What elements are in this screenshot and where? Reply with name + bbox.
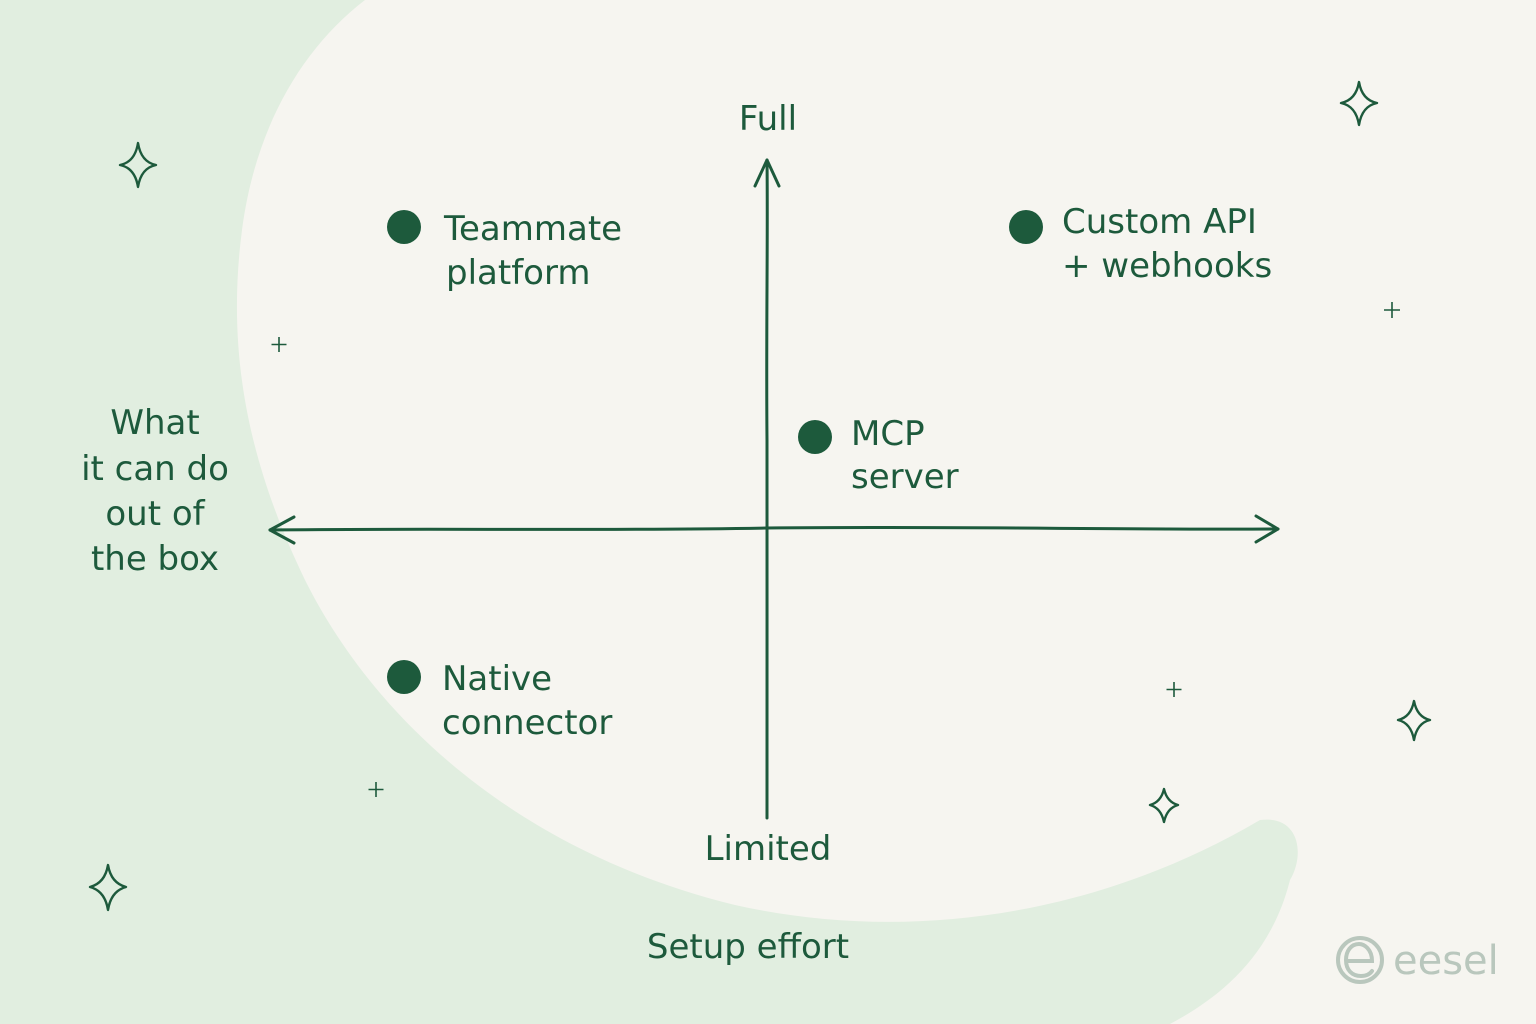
y-axis-arrowhead: [753, 158, 781, 188]
brand-mark: eesel: [1336, 936, 1499, 984]
point-custom-api-webhooks: Custom API + webhooks: [1009, 202, 1272, 286]
point-teammate-platform: Teammate platform: [387, 209, 622, 293]
four-point-star-icon: [88, 863, 128, 912]
four-point-star-icon: [1396, 699, 1432, 742]
point-marker: [798, 420, 832, 454]
y-axis-line: [765, 158, 769, 820]
point-label-line: Teammate: [443, 209, 622, 249]
point-marker: [387, 210, 421, 244]
point-label-line: server: [851, 457, 959, 497]
plus-sparkle-icon: [1166, 682, 1182, 697]
point-label-line: platform: [446, 253, 590, 293]
four-point-star-icon: [1148, 787, 1180, 824]
y-axis-bottom-label: Limited: [705, 829, 832, 869]
eesel-logo-icon: [1336, 936, 1384, 984]
y-axis-title-line: the box: [91, 539, 219, 579]
x-axis-line: [268, 525, 1280, 532]
point-native-connector: Native connector: [387, 659, 612, 743]
background-swoosh: [0, 0, 1298, 1024]
sparkles: [88, 80, 1432, 912]
plus-sparkle-icon: [1384, 302, 1400, 318]
four-point-star-icon: [1339, 80, 1379, 127]
y-axis-title-line: out of: [105, 494, 205, 534]
axes: [268, 158, 1280, 820]
plus-sparkle-icon: [271, 337, 287, 352]
y-axis-title-line: it can do: [81, 449, 229, 489]
x-axis-title: Setup effort: [647, 927, 849, 967]
brand-name: eesel: [1393, 938, 1499, 984]
plus-sparkle-icon: [368, 782, 384, 797]
y-axis-top-label: Full: [739, 99, 797, 139]
point-label-line: Custom API: [1062, 202, 1257, 242]
point-label-line: MCP: [851, 414, 925, 454]
point-label-line: + webhooks: [1062, 246, 1272, 286]
x-axis-left-arrowhead: [268, 515, 296, 545]
y-axis-title-line: What: [110, 403, 199, 443]
y-axis-title: What it can do out of the box: [81, 403, 229, 579]
four-point-star-icon: [118, 141, 158, 189]
point-label-line: Native: [442, 659, 552, 699]
point-marker: [1009, 210, 1043, 244]
x-axis-right-arrowhead: [1254, 514, 1280, 544]
point-mcp-server: MCP server: [798, 414, 959, 497]
point-marker: [387, 660, 421, 694]
point-label-line: connector: [442, 703, 612, 743]
